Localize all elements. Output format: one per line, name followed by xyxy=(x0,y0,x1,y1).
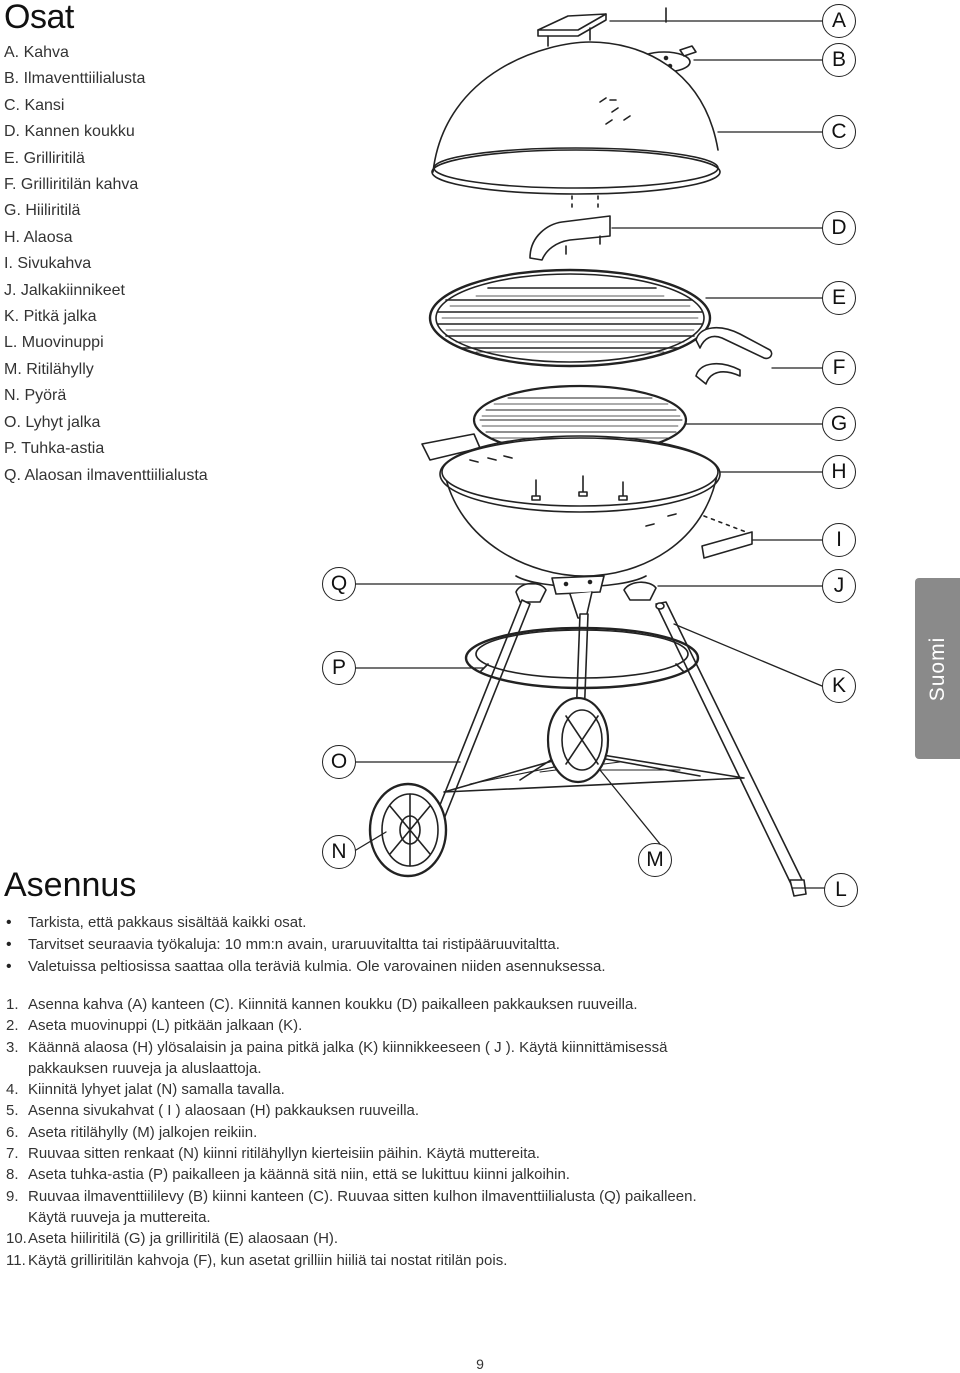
step-number: 1. xyxy=(6,996,19,1013)
parts-list-item: O. Lyhyt jalka xyxy=(4,413,101,431)
parts-list-item: K. Pitkä jalka xyxy=(4,308,97,326)
callout-d: D xyxy=(822,211,856,245)
assembly-step: 9. Ruuvaa ilmaventtiililevy (B) kiinni ka… xyxy=(6,1186,697,1229)
parts-list-item: C. Kansi xyxy=(4,96,65,114)
callout-n: N xyxy=(322,835,356,869)
assembly-step: 2. Aseta muovinuppi (L) pitkään jalkaan (… xyxy=(6,1015,697,1036)
lid-hook-part xyxy=(529,195,611,261)
parts-list-item: P. Tuhka-astia xyxy=(4,440,105,458)
step-text: Käytä grilliritilän kahvoja (F), kun ase… xyxy=(28,1251,508,1269)
callout-i: I xyxy=(822,523,856,557)
step-number: 3. xyxy=(6,1038,19,1056)
step-text: Aseta hiiliritilä (G) ja grilliritilä (E… xyxy=(28,1230,339,1248)
assembly-step: 5. Asenna sivukahvat ( I ) alaosaan (H) p… xyxy=(6,1100,697,1121)
step-number: 11. xyxy=(6,1251,26,1269)
assembly-steps: 1. Asenna kahva (A) kanteen (C). Kiinnitä… xyxy=(6,994,697,1271)
callout-m: M xyxy=(638,843,672,877)
step-number: 6. xyxy=(6,1123,19,1141)
assembly-step: 10.Aseta hiiliritilä (G) ja grilliritilä… xyxy=(6,1228,697,1249)
parts-list-item: E. Grilliritilä xyxy=(4,149,85,167)
step-number: 9. xyxy=(6,1187,19,1205)
parts-list-item: A. Kahva xyxy=(4,44,69,61)
language-tab: Suomi xyxy=(915,578,960,759)
parts-list-item: J. Jalkakiinnikeet xyxy=(4,281,125,299)
callout-k: K xyxy=(822,669,856,703)
step-number: 4. xyxy=(6,1081,19,1099)
step-number: 8. xyxy=(6,1166,19,1184)
step-text: Aseta ritilähylly (M) jalkojen reikiin. xyxy=(28,1123,258,1141)
callout-c: C xyxy=(822,115,856,149)
step-text: Käännä alaosa (H) ylösalaisin ja paina p… xyxy=(28,1038,668,1056)
grid-handles-part xyxy=(695,327,773,385)
callout-a: A xyxy=(822,4,856,38)
language-tab-label: Suomi xyxy=(925,636,949,701)
assembly-step: 6. Aseta ritilähylly (M) jalkojen reikiin… xyxy=(6,1122,697,1143)
bowl-part xyxy=(421,433,721,588)
callout-p: P xyxy=(322,651,356,685)
cooking-grid-part xyxy=(428,268,712,368)
assembly-notes: Tarkista, että pakkaus sisältää kaikki o… xyxy=(6,912,606,978)
assembly-step: 11.Käytä grilliritilän kahvoja (F), kun … xyxy=(6,1250,697,1271)
step-text-continuation: Käytä ruuveja ja muttereita. xyxy=(28,1208,211,1226)
parts-list-item: G. Hiiliritilä xyxy=(4,202,81,220)
parts-list-item: L. Muovinuppi xyxy=(4,334,104,352)
assembly-note: Tarvitset seuraavia työkaluja: 10 mm:n a… xyxy=(6,934,606,956)
parts-list-item: D. Kannen koukku xyxy=(4,123,135,141)
callout-f: F xyxy=(822,351,856,385)
callout-j: J xyxy=(822,569,856,603)
callout-leader-lines xyxy=(355,20,825,889)
callout-g: G xyxy=(822,407,856,441)
parts-list-item: H. Alaosa xyxy=(4,228,73,246)
step-number: 10. xyxy=(6,1230,27,1248)
assembly-step: 3. Käännä alaosa (H) ylösalaisin ja paina… xyxy=(6,1037,697,1080)
side-handle-part xyxy=(701,515,753,559)
step-text: Kiinnitä lyhyet jalat (N) samalla tavall… xyxy=(28,1081,285,1099)
page-number: 9 xyxy=(476,1356,484,1372)
step-text: Ruuvaa sitten renkaat (N) kiinni ritiläh… xyxy=(28,1145,540,1163)
parts-list-item: M. Ritilähylly xyxy=(4,360,94,378)
parts-title: Osat xyxy=(4,0,74,36)
grill-exploded-diagram xyxy=(355,7,825,897)
parts-list-item: N. Pyörä xyxy=(4,387,67,405)
callout-q: Q xyxy=(322,567,356,601)
assembly-step: 1. Asenna kahva (A) kanteen (C). Kiinnitä… xyxy=(6,994,697,1015)
lid-part xyxy=(431,41,721,195)
step-text: Asenna kahva (A) kanteen (C). Kiinnitä k… xyxy=(28,996,638,1013)
callout-b: B xyxy=(822,43,856,77)
parts-list-item: Q. Alaosan ilmaventtiilialusta xyxy=(4,466,208,484)
assembly-step: 8. Aseta tuhka-astia (P) paikalleen ja kä… xyxy=(6,1164,697,1185)
assembly-step: 4. Kiinnitä lyhyet jalat (N) samalla tava… xyxy=(6,1079,697,1100)
parts-list-item: B. Ilmaventtiilialusta xyxy=(4,70,146,88)
step-text: Aseta muovinuppi (L) pitkään jalkaan (K)… xyxy=(28,1017,303,1035)
step-text: Asenna sivukahvat ( I ) alaosaan (H) pak… xyxy=(28,1102,420,1120)
step-text: Ruuvaa ilmaventtiililevy (B) kiinni kant… xyxy=(28,1187,697,1205)
callout-o: O xyxy=(322,745,356,779)
step-number: 5. xyxy=(6,1102,19,1120)
callout-e: E xyxy=(822,281,856,315)
step-number: 2. xyxy=(6,1017,19,1035)
wheels-part xyxy=(368,696,610,878)
step-number: 7. xyxy=(6,1145,19,1163)
assembly-note: Tarkista, että pakkaus sisältää kaikki o… xyxy=(6,912,606,934)
callout-h: H xyxy=(822,455,856,489)
assembly-note: Valetuissa peltiosissa saattaa olla terä… xyxy=(6,956,606,978)
parts-list-item: I. Sivukahva xyxy=(4,255,92,273)
parts-list-item: F. Grilliritilän kahva xyxy=(4,176,139,194)
step-text: Aseta tuhka-astia (P) paikalleen ja kään… xyxy=(28,1166,570,1184)
step-text-continuation: pakkauksen ruuveja ja aluslaattoja. xyxy=(28,1059,262,1077)
callout-l: L xyxy=(824,873,858,907)
assembly-step: 7. Ruuvaa sitten renkaat (N) kiinni ritil… xyxy=(6,1143,697,1164)
assembly-title: Asennus xyxy=(4,866,137,904)
legs-part xyxy=(433,599,807,897)
